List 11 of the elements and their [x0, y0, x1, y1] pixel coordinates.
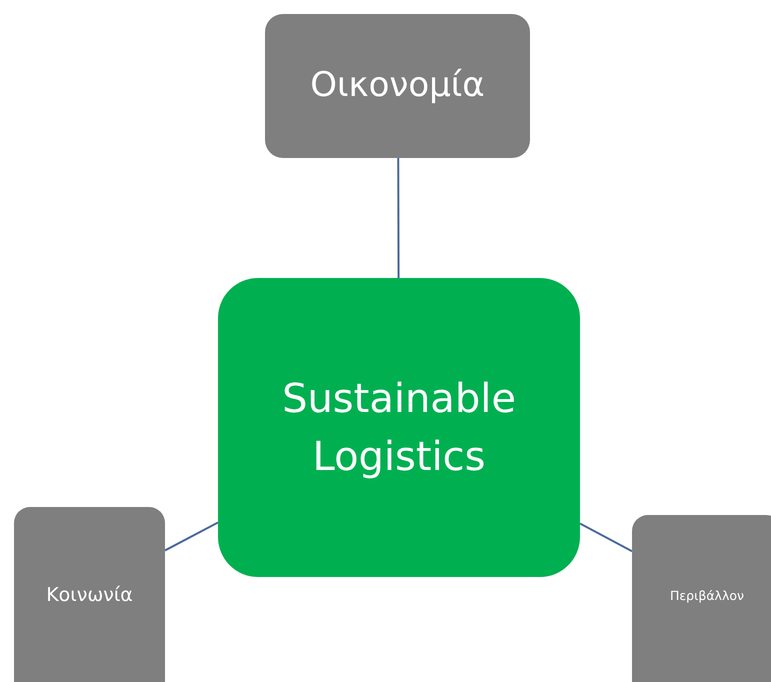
topic-box: [632, 515, 771, 682]
central-box: [218, 278, 580, 577]
box-label: Οικονομία: [310, 64, 485, 108]
connector-line: [580, 522, 632, 552]
box-label: Sustainable Logistics: [281, 374, 517, 482]
box-label: Περιβάλλον: [670, 587, 744, 605]
connector-line: [164, 522, 218, 552]
box-label: Κοινωνία: [46, 583, 133, 608]
connector-line: [397, 158, 400, 278]
topic-box: [265, 14, 530, 158]
topic-box: [14, 507, 165, 682]
